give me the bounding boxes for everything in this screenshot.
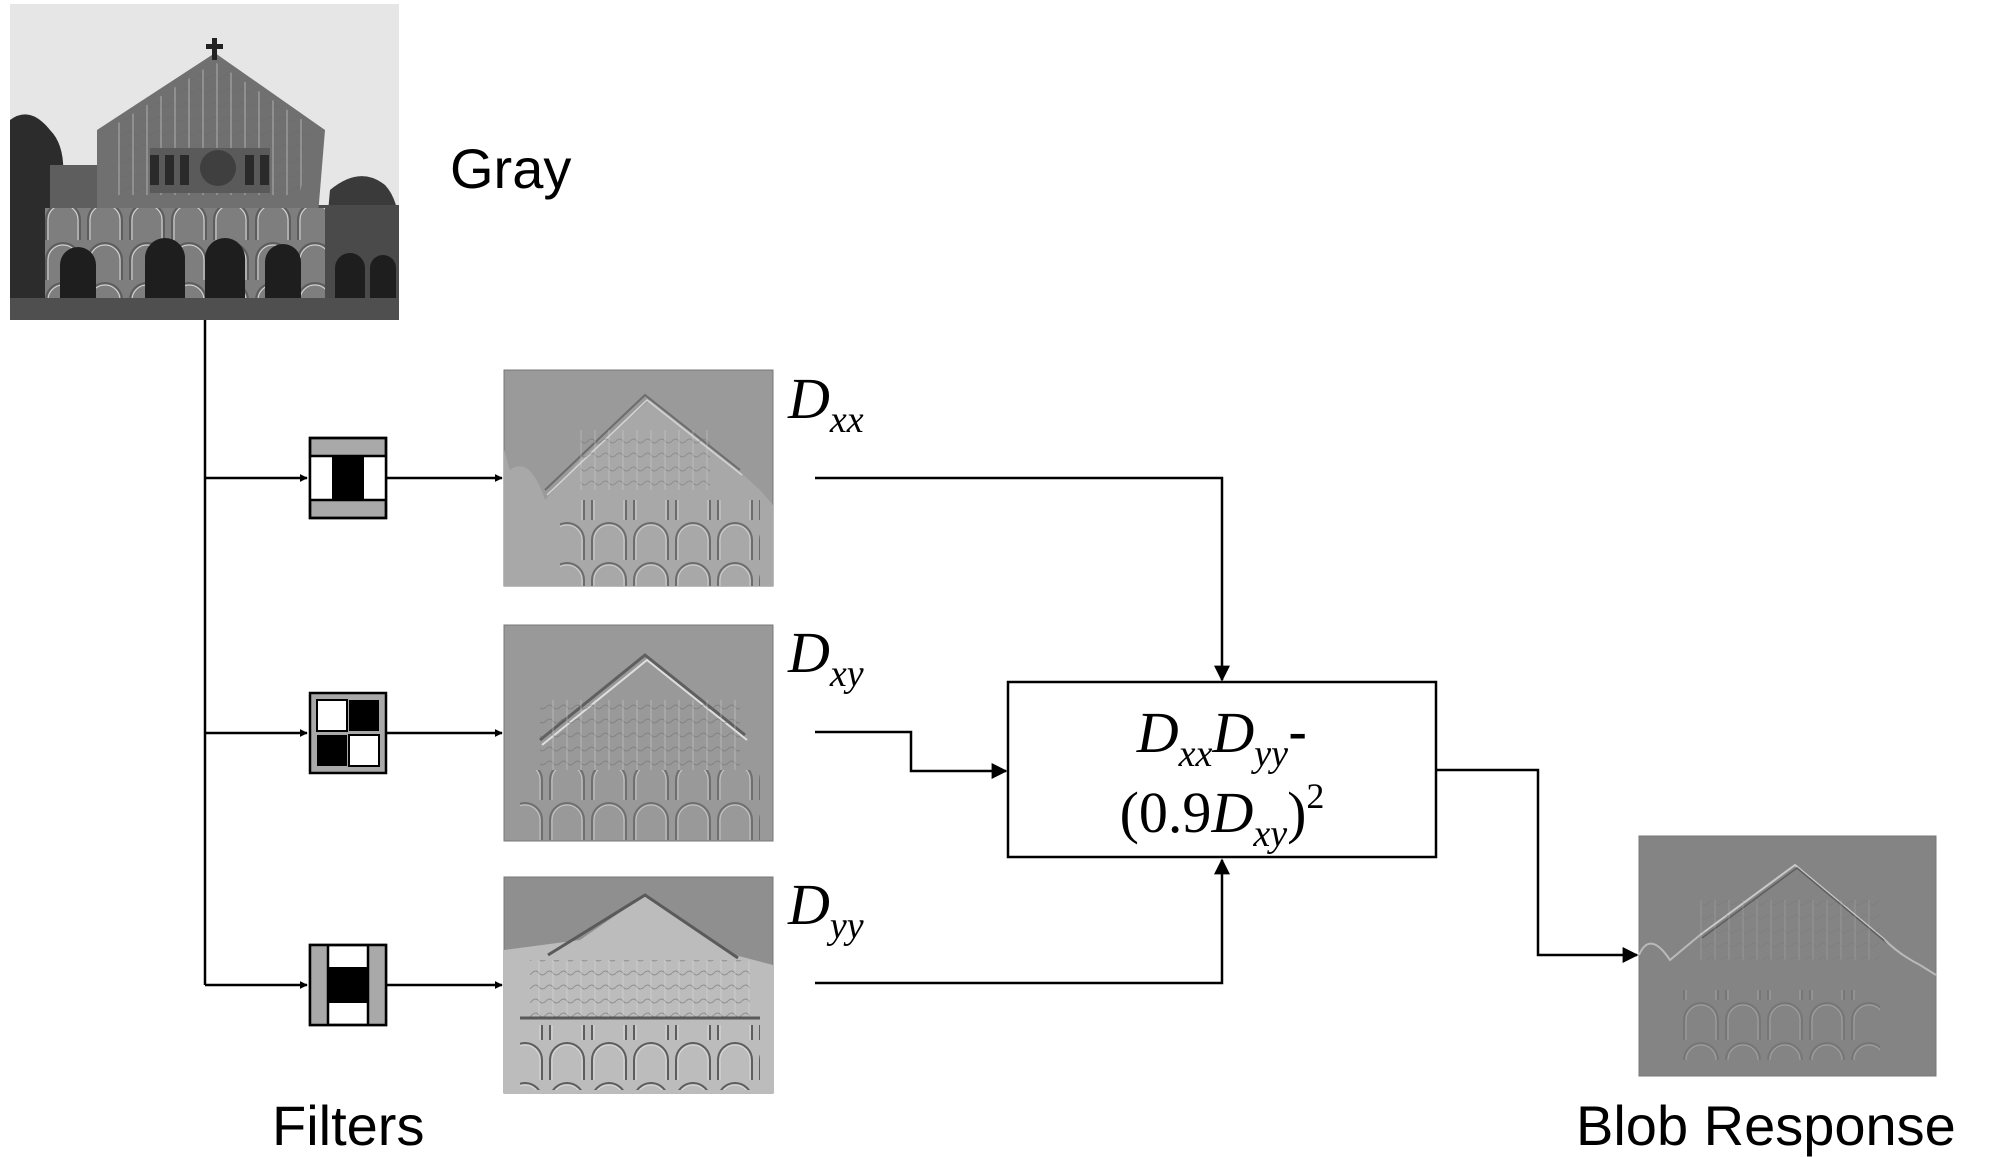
dxy-label: Dxy (787, 620, 864, 695)
dyy-response-image (503, 876, 774, 1094)
connectors (203, 320, 1639, 989)
dxx-response-image (503, 369, 774, 587)
formula-line-2: (0.9Dxy)2 (1120, 776, 1325, 855)
gray-source-image (10, 4, 399, 320)
arrow-dyy-to-formula (815, 858, 1230, 985)
dxx-filter-icon (308, 436, 388, 520)
arrow-formula-to-blob (1436, 768, 1639, 963)
blob-response-label: Blob Response (1576, 1094, 1956, 1157)
dyy-filter-icon (308, 943, 388, 1027)
dyy-label: Dyy (787, 872, 864, 947)
blob-response-image (1638, 835, 1937, 1077)
arrow-dxx-to-formula (815, 476, 1230, 682)
hessian-formula-box: DxxDyy- (0.9Dxy)2 (1006, 680, 1438, 859)
formula-line-1: DxxDyy- (1136, 700, 1308, 775)
dxy-response-image (503, 624, 774, 842)
filters-label: Filters (272, 1094, 424, 1157)
dxx-label: Dxx (787, 366, 864, 441)
arrow-dxy-to-formula (815, 730, 1008, 779)
gray-label: Gray (450, 137, 571, 200)
dxy-filter-icon (308, 691, 388, 775)
